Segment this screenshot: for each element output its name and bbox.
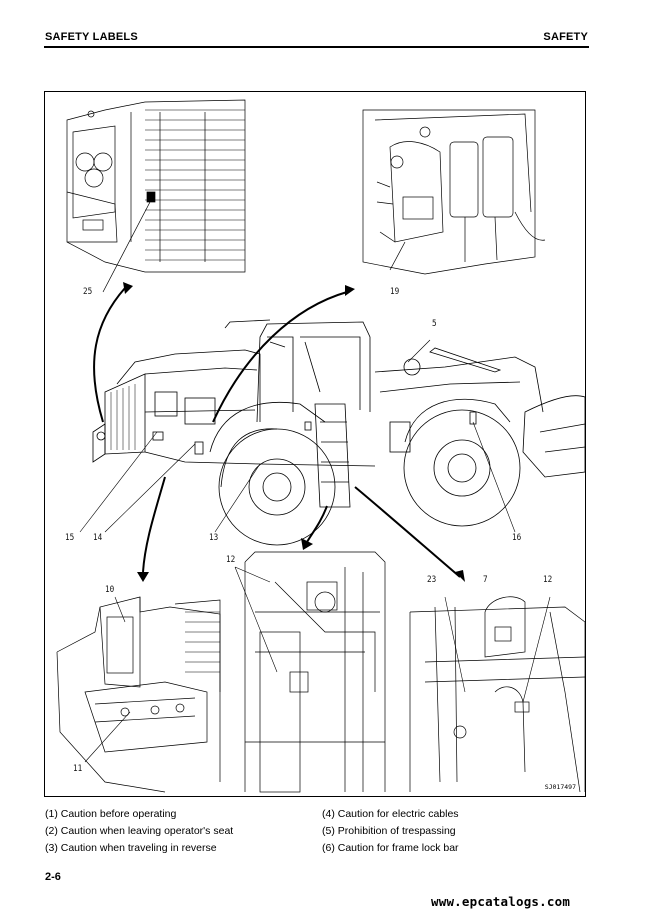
detail-view-19 <box>362 109 546 275</box>
section-title: SAFETY LABELS <box>45 31 138 43</box>
callout-7: 7 <box>483 575 488 585</box>
callout-25: 25 <box>83 287 93 297</box>
callout-5: 5 <box>432 319 437 329</box>
legend-item-3: (3) Caution when traveling in reverse <box>45 842 217 854</box>
detail-view-25 <box>66 99 246 293</box>
callout-19: 19 <box>390 287 400 297</box>
legend-item-2: (2) Caution when leaving operator's seat <box>45 825 234 837</box>
legend-item-1: (1) Caution before operating <box>45 808 177 820</box>
legend-item-4: (4) Caution for electric cables <box>322 808 459 820</box>
callout-13: 13 <box>209 533 219 543</box>
callout-15: 15 <box>65 533 75 543</box>
callout-10: 10 <box>105 585 115 595</box>
callout-12-right: 12 <box>543 575 553 585</box>
wheel-loader-drawing <box>56 99 586 793</box>
detail-view-10-11 <box>56 596 221 793</box>
detail-view-12 <box>234 551 386 793</box>
callout-23: 23 <box>427 575 437 585</box>
detail-view-23-7-12 <box>409 596 586 793</box>
chapter-title: SAFETY <box>543 31 588 43</box>
callout-12-left: 12 <box>226 555 236 565</box>
callout-11: 11 <box>73 764 83 774</box>
legend-item-5: (5) Prohibition of trespassing <box>322 825 456 837</box>
callout-14: 14 <box>93 533 103 543</box>
callout-16: 16 <box>512 533 522 543</box>
main-wheel-loader <box>92 319 586 546</box>
safety-labels-illustration: 25 19 5 15 14 13 16 10 11 12 23 7 12 SJ0… <box>44 91 586 797</box>
page-number: 2-6 <box>45 871 61 883</box>
header-divider <box>44 46 589 48</box>
site-url-link[interactable]: www.epcatalogs.com <box>431 894 571 909</box>
figure-id: SJ017497 <box>544 783 576 791</box>
legend-item-6: (6) Caution for frame lock bar <box>322 842 459 854</box>
